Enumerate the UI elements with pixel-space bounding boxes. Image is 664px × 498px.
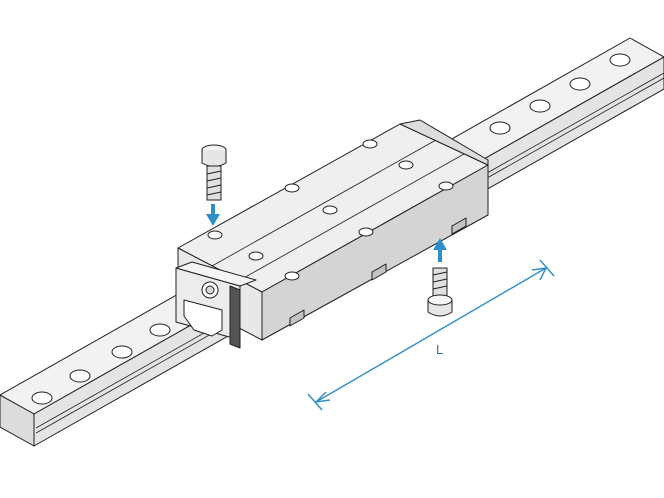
screw-head (201, 150, 227, 167)
screw-thread-line (432, 278, 448, 283)
block-tapped-hole (362, 139, 378, 149)
screw-thread-line (206, 184, 222, 189)
grease-nipple-inner (205, 285, 215, 295)
block-tapped-hole (248, 251, 264, 261)
block-side-recess (451, 217, 467, 235)
rail-hole (111, 345, 133, 359)
rail-hole (529, 99, 551, 113)
screw-head-top (427, 294, 453, 306)
screw-thread-line (206, 170, 222, 175)
socket-head-cap-screw (201, 144, 227, 201)
block-tapped-hole (438, 181, 454, 191)
end-seal (175, 261, 257, 349)
rail-hole (31, 391, 53, 405)
socket-head-cap-screw-bottom (427, 267, 453, 317)
screw-thread-line (206, 177, 222, 182)
rail-hole (609, 53, 631, 67)
block-tapped-hole (207, 230, 223, 240)
rail-hole (149, 323, 171, 337)
rail-hole (569, 77, 591, 91)
rail-hole (69, 369, 91, 383)
block-tapped-hole (358, 227, 374, 237)
block-top-groove (211, 139, 437, 267)
block-side-recess (289, 309, 305, 327)
carriage-block (177, 119, 489, 341)
block-tapped-hole (284, 183, 300, 193)
up-arrow-icon (433, 238, 447, 262)
screw-thread-line (432, 285, 448, 290)
block-top-groove-2 (239, 153, 465, 281)
end-cap-dark (229, 285, 241, 349)
block-end-plate (399, 119, 489, 166)
dimension-label: L (436, 342, 443, 357)
screw-thread-line (206, 191, 222, 196)
end-cap-top (175, 261, 257, 287)
down-arrow-icon (206, 204, 220, 226)
screw-thread (206, 165, 222, 201)
block-tapped-hole (398, 160, 414, 170)
dimension-line (307, 259, 555, 411)
block-tapped-hole (284, 271, 300, 281)
block-tapped-hole (322, 205, 338, 215)
rail-profile-cutout (183, 299, 223, 337)
block-side-recess (371, 263, 387, 281)
screw-thread-line (432, 271, 448, 276)
rail-hole (489, 121, 511, 135)
